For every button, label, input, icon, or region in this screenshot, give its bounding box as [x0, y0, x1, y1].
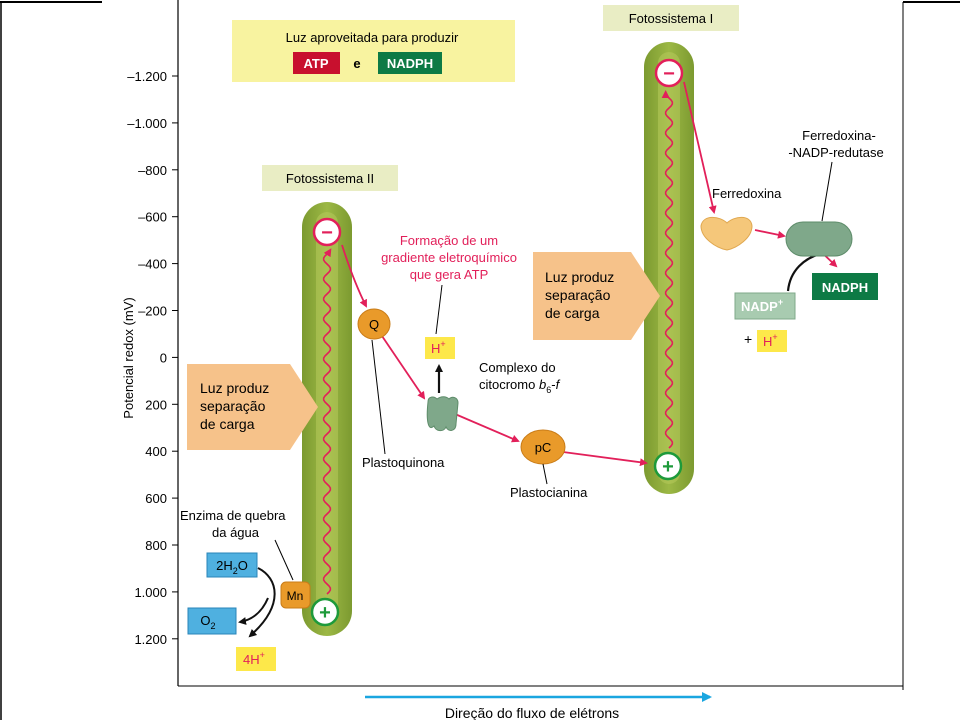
plastoquinona-leader [371, 339, 386, 455]
arrow-pc-to-ps1 [562, 451, 648, 467]
y-tick-label: –1.000 [127, 116, 167, 131]
h4-box [236, 647, 276, 671]
ps1-label-box [603, 5, 739, 31]
arrow-ps2-to-q [341, 244, 367, 308]
legend-and: e [353, 56, 360, 71]
y-tick-label: 400 [145, 444, 167, 459]
o2-box [187, 607, 237, 635]
gradient-line-2: gradiente eletroquímico [381, 250, 517, 265]
enzyme-leader [274, 539, 294, 581]
gradient-line-3: que gera ATP [410, 267, 489, 282]
h-ps1-text: H+ [763, 332, 778, 349]
ps1-minus-sign: − [663, 63, 675, 85]
enzyme-label-2: da água [212, 525, 260, 540]
mn-cluster [280, 581, 311, 609]
pc-label: pC [535, 440, 552, 455]
fnr-label-2: -NADP-redutase [788, 145, 883, 160]
ps1-light-text-1: Luz produz [545, 269, 614, 285]
ps1-plus-sign: + [662, 456, 674, 478]
ps2-label: Fotossistema II [286, 171, 374, 186]
plastoquinone-q [357, 308, 391, 340]
ps2-minus-sign: − [321, 222, 333, 244]
legend-nadph-badge [378, 52, 442, 74]
legend-atp-text: ATP [303, 56, 328, 71]
y-axis-ticks: –1.200 –1.000 –800 –600 –400 –200 0 200 400 600 80… [127, 69, 178, 647]
ps1-label: Fotossistema I [629, 11, 714, 26]
o2-release-arrow [238, 597, 269, 625]
q-label: Q [369, 317, 379, 332]
y-tick-label: –400 [138, 257, 167, 272]
ps2-plus-circle [310, 597, 340, 627]
y-tick-label: –600 [138, 210, 167, 225]
ps2-label-box [262, 165, 398, 191]
y-tick-label: –800 [138, 163, 167, 178]
plastocianina-leader [542, 463, 548, 485]
nadph-product-box [812, 273, 878, 300]
ferredoxin-shape [700, 216, 753, 251]
gradient-leader [435, 284, 443, 335]
ps1-plus-circle [653, 451, 683, 481]
h-ps1-box [757, 330, 787, 352]
ps1-light-text-3: de carga [545, 305, 600, 321]
cytochrome-b6f [426, 396, 459, 432]
y-tick-label: 600 [145, 491, 167, 506]
nadph-product-text: NADPH [822, 280, 868, 295]
ps1-column: − + [644, 42, 694, 494]
y-tick-label: 1.000 [134, 585, 167, 600]
nadp-text: NADP+ [741, 297, 783, 314]
ps1-light-text-2: separação [545, 287, 611, 303]
legend-nadph-text: NADPH [387, 56, 433, 71]
fnr-enzyme [785, 221, 853, 257]
y-tick-label: 0 [160, 350, 167, 365]
ps1-excitation-wave [661, 90, 674, 449]
mn-label: Mn [287, 589, 304, 603]
arrow-q-to-cytochrome [381, 335, 426, 400]
fnr-label-1: Ferredoxina- [802, 128, 876, 143]
plus-sign: + [744, 331, 752, 347]
h2o-text: 2H2O [216, 558, 248, 576]
gradient-line-1: Formação de um [400, 233, 498, 248]
ps2-light-text-1: Luz produz [200, 380, 269, 396]
h2o-box [206, 552, 258, 578]
plastocianina-label: Plastocianina [510, 485, 588, 500]
ps2-light-arrow: Luz produz separação de carga [187, 364, 318, 450]
legend-atp-badge [293, 52, 340, 74]
h-proton-box [425, 337, 455, 359]
ps2-column: − + [302, 202, 352, 636]
ps1-minus-circle [654, 58, 684, 88]
fnr-leader [821, 161, 833, 222]
y-axis-label: Potencial redox (mV) [121, 297, 136, 418]
nadp-box [734, 292, 796, 320]
enzyme-label-1: Enzima de quebra [180, 508, 286, 523]
legend-title: Luz aproveitada para produzir [286, 30, 459, 45]
ps2-plus-sign: + [319, 602, 331, 624]
y-tick-label: 1.200 [134, 632, 167, 647]
plastoquinona-label: Plastoquinona [362, 455, 445, 470]
cytochrome-label-1: Complexo do [479, 360, 556, 375]
ps2-excitation-wave [322, 248, 332, 595]
ferredoxina-label: Ferredoxina [712, 186, 782, 201]
o2-text: O2 [200, 613, 215, 631]
ps1-light-arrow: Luz produz separação de carga [533, 252, 660, 340]
ps2-minus-circle [312, 217, 342, 247]
ps2-light-text-2: separação [200, 398, 266, 414]
water-split-arrow [248, 567, 276, 638]
arrow-ps1-to-ferredoxin [683, 81, 717, 214]
arrow-cytochrome-to-pc [454, 413, 520, 443]
h4-text: 4H+ [243, 650, 265, 667]
arrow-ferredoxin-to-fnr [754, 229, 786, 239]
y-tick-label: 200 [145, 397, 167, 412]
legend-box: Luz aproveitada para produzir ATP e NADP… [232, 20, 515, 82]
y-tick-label: –200 [138, 304, 167, 319]
x-axis-label: Direção do fluxo de elétrons [445, 705, 619, 720]
y-tick-label: 800 [145, 538, 167, 553]
ps2-light-text-3: de carga [200, 416, 255, 432]
h-proton-text: H+ [431, 339, 446, 356]
y-tick-label: –1.200 [127, 69, 167, 84]
cytochrome-label-2: citocromo b6-f [479, 377, 561, 395]
